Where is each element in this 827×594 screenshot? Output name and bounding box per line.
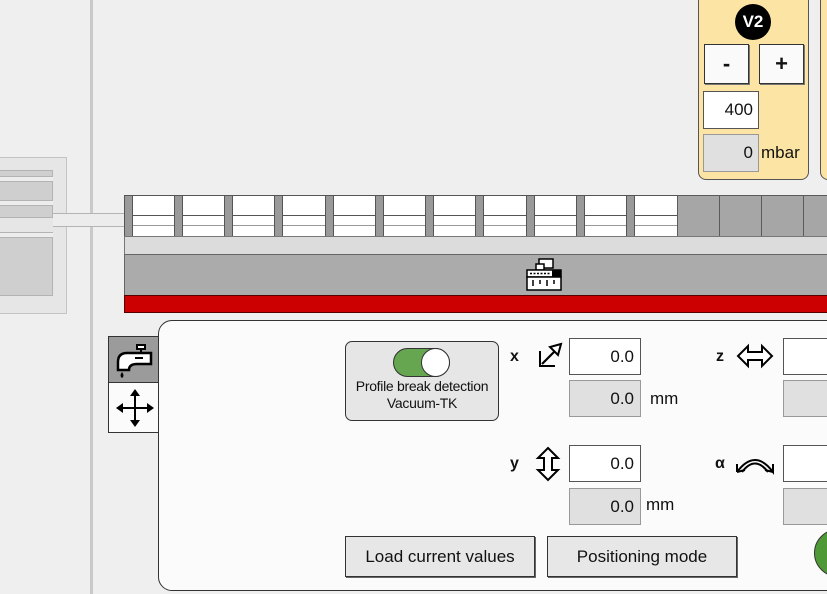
move-arrows-icon[interactable] [115, 388, 155, 428]
die-strip [0, 200, 53, 206]
vacuum-setpoint-input[interactable]: 400 [703, 91, 759, 129]
profile-break-label-line2: Vacuum-TK [386, 395, 458, 411]
diagonal-arrow-icon [539, 342, 563, 367]
positioning-mode-button[interactable]: Positioning mode [547, 536, 737, 577]
vacuum-actual-value: 0 [703, 134, 759, 172]
axis-z-label: z [716, 348, 724, 365]
machine-icon[interactable] [524, 258, 564, 292]
axis-y-label: y [510, 455, 519, 472]
x-actual-value: 0.0 [569, 380, 641, 417]
tank-post [375, 195, 384, 237]
alpha-actual-value [783, 488, 827, 525]
separator-line [90, 0, 93, 594]
tank-cell [761, 195, 804, 237]
tank-rail [124, 295, 827, 313]
tank-body [124, 254, 827, 296]
water-tap-icon[interactable] [113, 340, 155, 380]
tank-cell [803, 195, 827, 237]
extrusion-die-block-lower [0, 232, 53, 296]
die-strip [0, 176, 53, 182]
die-strip [0, 232, 53, 238]
tank-base [124, 236, 827, 255]
tank-post [526, 195, 535, 237]
vertical-arrow-icon [535, 446, 561, 482]
axis-alpha-label: α [715, 455, 725, 472]
vacuum-unit: mbar [761, 143, 800, 162]
tank-cell [677, 195, 720, 237]
z-setpoint-input[interactable] [783, 338, 827, 375]
tank-post [325, 195, 334, 237]
z-actual-value [783, 380, 827, 417]
profile-break-label: Profile break detection Vacuum-TK [345, 378, 499, 412]
valve-badge: V2 [735, 4, 771, 40]
y-unit: mm [646, 495, 675, 514]
tank-post [626, 195, 635, 237]
tank-profile-line [124, 215, 684, 216]
tank-cell [719, 195, 762, 237]
tank-post [124, 195, 133, 237]
increase-button[interactable]: + [759, 44, 804, 84]
alpha-setpoint-input[interactable] [783, 445, 827, 482]
tank-post [425, 195, 434, 237]
tank-profile-line [124, 225, 684, 226]
toggle-knob[interactable] [421, 348, 450, 377]
tank-post [274, 195, 283, 237]
axis-x-label: x [510, 348, 519, 365]
decrease-button[interactable]: - [704, 44, 749, 84]
x-unit: mm [650, 389, 679, 408]
tank-post [576, 195, 585, 237]
tank-post [224, 195, 233, 237]
load-current-values-button[interactable]: Load current values [345, 536, 535, 577]
tank-post [174, 195, 183, 237]
next-valve-panel [820, 0, 827, 180]
horizontal-arrow-icon [736, 343, 774, 369]
profile-strand [53, 213, 125, 227]
profile-break-label-line1: Profile break detection [355, 378, 489, 394]
y-setpoint-input[interactable]: 0.0 [569, 445, 641, 482]
rotate-arrow-icon [736, 459, 774, 475]
y-actual-value: 0.0 [569, 488, 641, 525]
tank-post [475, 195, 484, 237]
x-setpoint-input[interactable]: 0.0 [569, 338, 641, 375]
